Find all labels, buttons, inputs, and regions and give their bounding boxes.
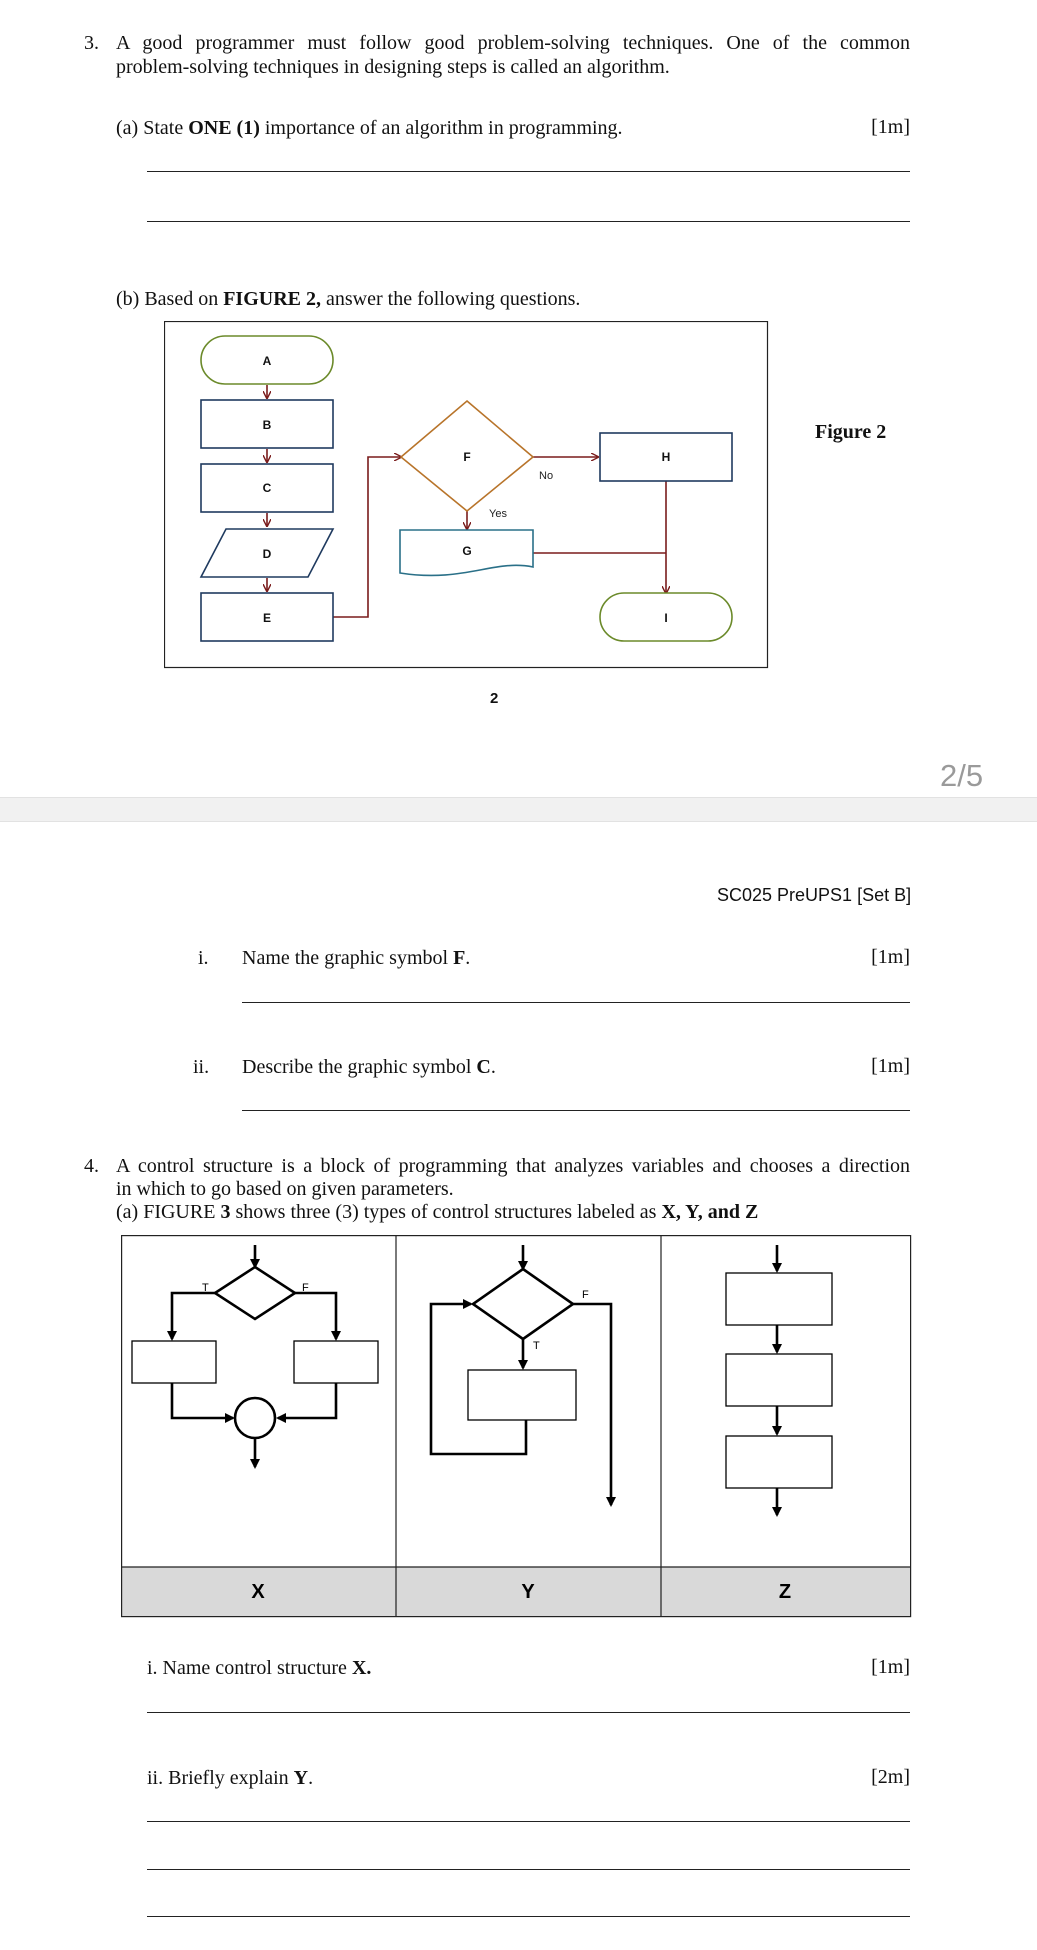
structure-x-diagram bbox=[131, 1245, 379, 1469]
question-text-line1: A good programmer must follow good probl… bbox=[116, 32, 910, 54]
part-b-label: (b) bbox=[116, 288, 140, 310]
structure-label-y: Y bbox=[521, 1581, 535, 1603]
question-text-line1: A control structure is a block of progra… bbox=[116, 1155, 910, 1177]
part-a-question: (a) FIGURE 3 shows three (3) types of co… bbox=[116, 1200, 758, 1224]
structure-label-z: Z bbox=[779, 1581, 791, 1603]
subq-pre: Name the graphic symbol bbox=[242, 947, 454, 969]
subq-marks: [1m] bbox=[871, 1656, 910, 1678]
true-label: T bbox=[533, 1340, 540, 1352]
subq-bold: C bbox=[476, 1056, 491, 1078]
answer-line[interactable] bbox=[147, 171, 910, 172]
io-d bbox=[199, 528, 335, 578]
part-b-question: (b) Based on FIGURE 2, answer the follow… bbox=[116, 287, 580, 311]
answer-line[interactable] bbox=[242, 1002, 910, 1003]
page-header: SC025 PreUPS1 [Set B] bbox=[717, 885, 912, 905]
answer-line[interactable] bbox=[147, 1821, 910, 1822]
node-label-e: E bbox=[263, 611, 271, 625]
part-a-question: (a) State ONE (1) importance of an algor… bbox=[116, 116, 623, 140]
subq-marks: [1m] bbox=[871, 1055, 910, 1077]
structure-y-diagram bbox=[429, 1245, 616, 1507]
part-a-post: importance of an algorithm in programmin… bbox=[259, 117, 623, 139]
decision-f bbox=[399, 399, 535, 513]
subq-post: . bbox=[465, 947, 471, 969]
structure-label-x: X bbox=[251, 1581, 265, 1603]
part-a-label: (a) bbox=[116, 1201, 139, 1223]
page-number: 2 bbox=[490, 690, 499, 707]
subq-post: . bbox=[490, 1056, 496, 1078]
true-label: T bbox=[202, 1282, 209, 1294]
node-label-d: D bbox=[263, 547, 272, 561]
part-a-bold: 3 bbox=[220, 1201, 231, 1223]
part-b-pre: Based on bbox=[144, 288, 224, 310]
part-a-bold: ONE (1) bbox=[188, 117, 260, 139]
label-row-bg bbox=[122, 1567, 910, 1616]
document-g bbox=[399, 529, 534, 577]
structure-z-diagram bbox=[725, 1245, 833, 1517]
question-number: 4. bbox=[84, 1155, 99, 1177]
answer-line[interactable] bbox=[147, 1712, 910, 1713]
process-b bbox=[200, 399, 334, 449]
subq-bold: F bbox=[453, 947, 466, 969]
subq-marks: [1m] bbox=[871, 946, 910, 968]
terminator-a bbox=[200, 335, 334, 385]
node-label-f: F bbox=[463, 450, 470, 464]
process-h bbox=[599, 432, 733, 482]
figure-3-control-structures: T F T F X Y Z bbox=[121, 1235, 912, 1618]
no-label: No bbox=[539, 470, 553, 482]
subq-text: Name the graphic symbol F. bbox=[242, 946, 470, 970]
answer-line[interactable] bbox=[147, 221, 910, 222]
subq-marks: [2m] bbox=[871, 1766, 910, 1788]
process-c bbox=[200, 463, 334, 513]
process-e bbox=[200, 592, 334, 642]
node-label-a: A bbox=[263, 354, 272, 368]
subq-text: i. Name control structure X. bbox=[147, 1656, 371, 1680]
subq-text: Describe the graphic symbol C. bbox=[242, 1055, 496, 1079]
part-a-marks: [1m] bbox=[871, 116, 910, 138]
false-label: F bbox=[582, 1289, 589, 1301]
answer-line[interactable] bbox=[147, 1916, 910, 1917]
answer-line[interactable] bbox=[242, 1110, 910, 1111]
answer-line[interactable] bbox=[147, 1869, 910, 1870]
node-label-b: B bbox=[263, 418, 272, 432]
figure-2-caption: Figure 2 bbox=[815, 421, 887, 443]
subq-number: i. bbox=[198, 947, 209, 969]
question-text-line2: problem-solving techniques in designing … bbox=[116, 56, 670, 78]
terminator-i bbox=[599, 592, 733, 642]
subq-pre: i. Name control structure bbox=[147, 1657, 352, 1679]
node-label-c: C bbox=[263, 481, 272, 495]
question-text-line2: in which to go based on given parameters… bbox=[116, 1178, 454, 1200]
question-number: 3. bbox=[84, 32, 99, 54]
subq-bold: X. bbox=[351, 1657, 372, 1679]
node-label-g: G bbox=[462, 544, 471, 558]
part-a-pre: FIGURE bbox=[143, 1201, 221, 1223]
part-a-pre: State bbox=[143, 117, 189, 139]
false-label: F bbox=[302, 1282, 309, 1294]
node-label-h: H bbox=[662, 450, 671, 464]
subq-pre: ii. Briefly explain bbox=[147, 1767, 294, 1789]
table-grid bbox=[121, 1235, 912, 1618]
flow-connectors bbox=[267, 385, 666, 618]
part-b-bold: FIGURE 2, bbox=[223, 288, 322, 310]
part-a-label: (a) bbox=[116, 117, 139, 139]
part-b-post: answer the following questions. bbox=[321, 288, 581, 310]
page-indicator: 2/5 bbox=[940, 758, 984, 793]
node-label-i: I bbox=[664, 611, 667, 625]
yes-label: Yes bbox=[489, 508, 507, 520]
subq-pre: Describe the graphic symbol bbox=[242, 1056, 477, 1078]
subq-bold: Y bbox=[293, 1767, 309, 1789]
part-a-mid: shows three (3) types of control structu… bbox=[230, 1201, 662, 1223]
subq-post: . bbox=[308, 1767, 314, 1789]
figure-2-flowchart: A B C D E F G H I No Yes bbox=[164, 321, 769, 669]
subq-text: ii. Briefly explain Y. bbox=[147, 1766, 313, 1790]
page-separator bbox=[0, 797, 1037, 822]
part-a-bold: X, Y, and Z bbox=[661, 1201, 759, 1223]
subq-number: ii. bbox=[193, 1056, 210, 1078]
